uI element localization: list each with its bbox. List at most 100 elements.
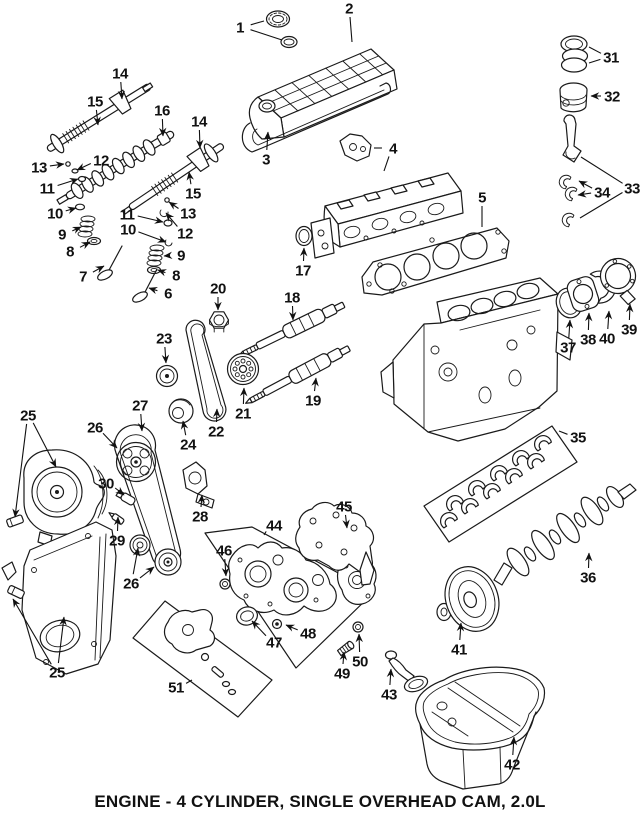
callout-leader-50 xyxy=(355,633,364,653)
callout-number-11: 11 xyxy=(40,181,55,198)
callout-leader-1 xyxy=(250,29,283,41)
callout-number-9: 9 xyxy=(58,227,66,244)
rear-plate-bracket xyxy=(295,501,375,586)
callout-leader-47 xyxy=(251,620,267,637)
callout-number-4: 4 xyxy=(389,141,398,158)
engine-block xyxy=(380,277,573,442)
callout-number-46: 46 xyxy=(216,543,232,560)
callout-number-15: 15 xyxy=(87,94,103,111)
callout-number-26: 26 xyxy=(123,576,139,593)
callout-leader-25 xyxy=(32,422,57,468)
balance-shaft-lower xyxy=(241,341,353,410)
diagram-caption: ENGINE - 4 CYLINDER, SINGLE OVERHEAD CAM… xyxy=(94,792,546,811)
callout-number-12: 12 xyxy=(177,226,193,243)
callout-number-43: 43 xyxy=(381,687,397,704)
valve-spring-mid xyxy=(146,244,165,275)
callout-number-27: 27 xyxy=(132,398,148,415)
callout-leader-25 xyxy=(12,598,52,665)
balance-shaft-sprocket xyxy=(226,352,260,386)
callout-leader-8 xyxy=(157,269,168,277)
callout-leader-11 xyxy=(57,177,79,187)
callout-number-10: 10 xyxy=(47,206,63,223)
callout-leader-34 xyxy=(577,190,592,198)
callout-number-14: 14 xyxy=(112,66,129,83)
callout-number-19: 19 xyxy=(305,393,321,410)
callout-leader-26 xyxy=(132,547,141,575)
callout-leader-3 xyxy=(263,131,272,151)
callout-number-36: 36 xyxy=(580,570,596,587)
callout-number-16: 16 xyxy=(154,103,170,120)
callout-number-22: 22 xyxy=(208,424,224,441)
camshaft-nut xyxy=(208,311,230,333)
callout-number-24: 24 xyxy=(180,437,197,454)
callout-number-49: 49 xyxy=(334,666,350,683)
camshaft-seal xyxy=(295,225,313,247)
callout-leader-39 xyxy=(625,303,634,321)
lower-timing-cover xyxy=(21,521,117,675)
valve-cover xyxy=(248,48,398,140)
callout-number-31: 31 xyxy=(603,50,619,67)
tensioner-pulley xyxy=(154,548,182,576)
callout-number-30: 30 xyxy=(98,476,114,493)
callout-number-33: 33 xyxy=(624,181,640,198)
callout-number-48: 48 xyxy=(300,626,316,643)
balance-belt xyxy=(185,319,227,422)
callout-leader-51 xyxy=(185,679,193,684)
left-bracket xyxy=(1,561,17,581)
callout-leader-12 xyxy=(165,212,178,227)
callout-leader-15 xyxy=(93,109,101,126)
callout-leader-2 xyxy=(349,16,353,43)
callout-leader-23 xyxy=(161,346,170,364)
callout-leader-35 xyxy=(558,430,568,435)
callout-leader-10 xyxy=(138,231,167,243)
rod-bearings xyxy=(556,172,578,228)
callout-number-1: 1 xyxy=(236,20,244,37)
oil-pan xyxy=(414,666,546,790)
callout-leader-40 xyxy=(604,310,613,330)
rocker-shaft-front xyxy=(46,82,154,154)
main-bearing-set xyxy=(423,425,578,543)
callout-leader-13 xyxy=(49,161,65,169)
callout-number-5: 5 xyxy=(478,190,486,207)
oil-pump-parts-box xyxy=(132,600,273,718)
callout-leader-44 xyxy=(263,531,267,536)
callout-leader-33 xyxy=(580,156,623,184)
callout-leader-26 xyxy=(139,566,155,579)
callout-leader-27 xyxy=(137,413,146,432)
rear-plate xyxy=(599,257,637,306)
balance-sprocket-small xyxy=(168,398,194,424)
callout-layer: 1234567889910101111121213131414151516171… xyxy=(12,1,640,774)
callout-leader-25 xyxy=(57,616,67,664)
callout-leader-31 xyxy=(588,46,602,54)
callout-leader-16 xyxy=(158,118,167,137)
callout-number-17: 17 xyxy=(295,263,311,280)
callout-number-50: 50 xyxy=(352,654,368,671)
callout-leader-14 xyxy=(195,129,204,149)
callout-number-10: 10 xyxy=(120,222,136,239)
front-crank-seal xyxy=(235,606,259,626)
callout-leader-9 xyxy=(163,251,173,260)
intake-valve xyxy=(97,245,123,281)
rocker-shaft-rear xyxy=(121,143,225,215)
valve-spring-left xyxy=(77,215,102,246)
callout-leader-13 xyxy=(168,201,179,210)
connecting-rod xyxy=(562,114,582,163)
callout-leader-14 xyxy=(117,81,126,100)
oil-filler-cap xyxy=(265,10,298,49)
cylinder-head xyxy=(310,172,464,259)
callout-number-2: 2 xyxy=(345,1,353,18)
callout-leader-24 xyxy=(180,420,189,436)
callout-leader-9 xyxy=(71,226,82,234)
callout-number-29: 29 xyxy=(109,533,125,550)
belt-tensioner xyxy=(182,461,215,509)
callout-leader-19 xyxy=(311,377,319,392)
callout-leader-7 xyxy=(92,265,105,274)
callout-leader-38 xyxy=(584,312,593,331)
callout-number-32: 32 xyxy=(604,89,620,106)
callout-leader-4 xyxy=(383,156,390,172)
callout-number-25: 25 xyxy=(20,408,36,425)
callout-number-20: 20 xyxy=(210,281,226,298)
callout-leader-36 xyxy=(584,552,593,569)
callout-number-8: 8 xyxy=(66,244,74,261)
